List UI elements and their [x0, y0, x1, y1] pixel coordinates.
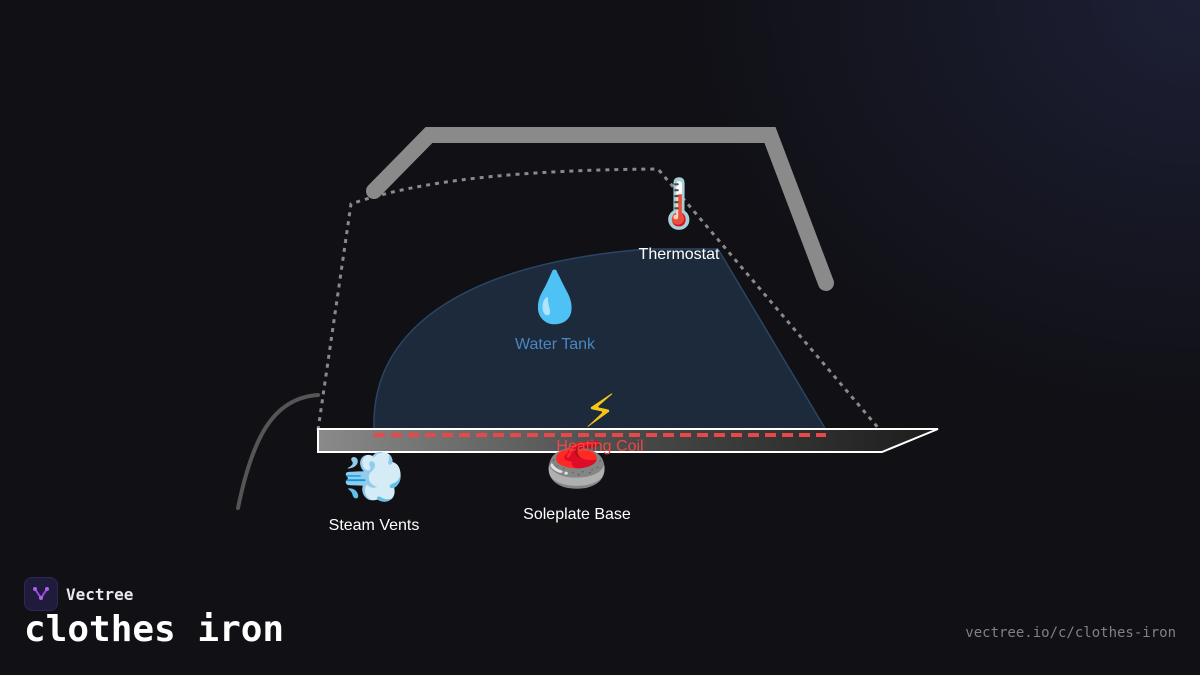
water-tank-shape	[373, 248, 828, 431]
lightning-icon: ⚡	[583, 384, 617, 438]
water-tank-label: Water Tank	[514, 336, 596, 353]
page-url: vectree.io/c/clothes-iron	[965, 625, 1176, 641]
soleplate-icon: 🥌	[545, 436, 609, 494]
iron-handle	[366, 127, 834, 291]
vectree-logo-icon	[24, 577, 58, 611]
steam-puff-icon: 💨	[342, 448, 406, 506]
brand: Vectree	[24, 577, 133, 611]
thermostat-label: Thermostat	[638, 246, 720, 263]
heating-coil-label: Heating Coil	[556, 438, 644, 455]
thermometer-icon: 🌡️	[649, 176, 709, 232]
water-drop-icon: 💧	[523, 268, 587, 326]
page-title: clothes iron	[24, 609, 285, 650]
brand-name: Vectree	[66, 584, 134, 604]
steam-vents-label: Steam Vents	[328, 517, 420, 534]
power-cord	[236, 393, 320, 510]
soleplate-label: Soleplate Base	[523, 506, 631, 523]
